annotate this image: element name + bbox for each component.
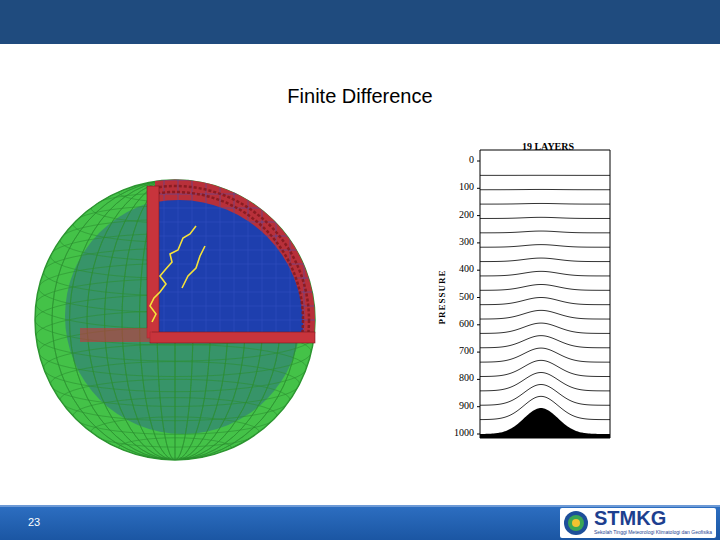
- art-shape: [150, 264, 320, 265]
- art-shape: [41, 186, 309, 454]
- axis-title: PRESSURE: [438, 267, 448, 327]
- art-shape: [480, 336, 610, 348]
- art-shape: [480, 271, 610, 276]
- art-shape: [290, 175, 291, 340]
- art-shape: [480, 323, 610, 333]
- art-shape: [91, 417, 259, 447]
- art-shape: [150, 222, 320, 223]
- art-shape: [477, 434, 480, 435]
- logo-emblem: [564, 511, 588, 535]
- page-number: 23: [22, 516, 46, 528]
- art-shape: [480, 245, 610, 248]
- art-shape: [178, 175, 179, 340]
- art-shape: [150, 236, 320, 237]
- art-shape: [262, 175, 263, 340]
- logo-panel: [560, 508, 716, 538]
- art-shape: [304, 175, 305, 340]
- art-shape: [477, 242, 480, 243]
- art-shape: [480, 348, 610, 362]
- art-shape: [47, 192, 303, 448]
- art-shape: [480, 360, 610, 376]
- axis-tick-label: 700: [434, 345, 474, 356]
- art-shape: [150, 194, 320, 195]
- art-shape: [477, 215, 480, 216]
- art-shape: [480, 408, 610, 438]
- art-shape: [276, 175, 277, 340]
- art-shape: [73, 398, 277, 435]
- art-shape: [150, 306, 320, 307]
- art-shape: [50, 362, 299, 407]
- art-shape: [480, 189, 610, 190]
- art-shape: [477, 379, 480, 380]
- art-shape: [150, 250, 320, 251]
- logo-emblem-core: [572, 519, 580, 527]
- art-shape: [150, 320, 320, 321]
- chart-header: 19 LAYERS: [513, 141, 583, 152]
- art-shape: [182, 246, 205, 288]
- axis-tick-label: 0: [434, 154, 474, 165]
- art-shape: [220, 175, 221, 340]
- art-shape: [480, 258, 610, 262]
- art-shape: [55, 200, 303, 448]
- logo-emblem-inner: [568, 515, 584, 531]
- art-shape: [60, 379, 290, 420]
- art-shape: [147, 186, 159, 338]
- axis-tick-label: 800: [434, 372, 474, 383]
- globe-illustration: [35, 175, 321, 460]
- art-shape: [480, 310, 610, 319]
- art-shape: [150, 292, 320, 293]
- bottom-bar-edge: [0, 505, 720, 507]
- bottom-bar: [0, 505, 720, 540]
- art-shape: [192, 175, 193, 340]
- art-shape: [480, 396, 610, 419]
- axis-tick-label: 200: [434, 209, 474, 220]
- art-shape: [118, 438, 231, 458]
- logo-subtitle: Sekolah Tinggi Meteorologi Klimatologi d…: [594, 530, 712, 536]
- logo-text: STMKG: [594, 507, 712, 529]
- art-shape: [80, 328, 152, 342]
- art-shape: [150, 180, 320, 181]
- art-shape: [477, 161, 480, 162]
- axis-tick-label: 300: [434, 236, 474, 247]
- axis-tick-label: 1000: [434, 427, 474, 438]
- art-shape: [477, 297, 480, 298]
- art-shape: [43, 344, 306, 391]
- art-shape: [206, 175, 207, 340]
- axis-tick-label: 100: [434, 181, 474, 192]
- art-shape: [610, 150, 611, 438]
- art-shape: [480, 150, 481, 438]
- art-shape: [480, 284, 610, 290]
- art-shape: [480, 175, 610, 176]
- layer-chart: [477, 150, 610, 438]
- art-shape: [480, 438, 610, 439]
- art-shape: [248, 175, 249, 340]
- axis-tick-label: 900: [434, 400, 474, 411]
- art-shape: [480, 298, 610, 305]
- art-shape: [477, 324, 480, 325]
- art-shape: [150, 332, 315, 343]
- slide-title: Finite Difference: [0, 85, 720, 108]
- art-shape: [477, 188, 480, 189]
- art-shape: [164, 175, 165, 340]
- top-bar: [0, 0, 720, 44]
- art-shape: [480, 203, 610, 205]
- art-shape: [480, 231, 610, 233]
- art-shape: [480, 217, 610, 218]
- art-shape: [480, 373, 610, 391]
- art-shape: [480, 385, 610, 406]
- art-shape: [477, 406, 480, 407]
- art-shape: [477, 352, 480, 353]
- art-shape: [477, 270, 480, 271]
- art-shape: [41, 175, 320, 454]
